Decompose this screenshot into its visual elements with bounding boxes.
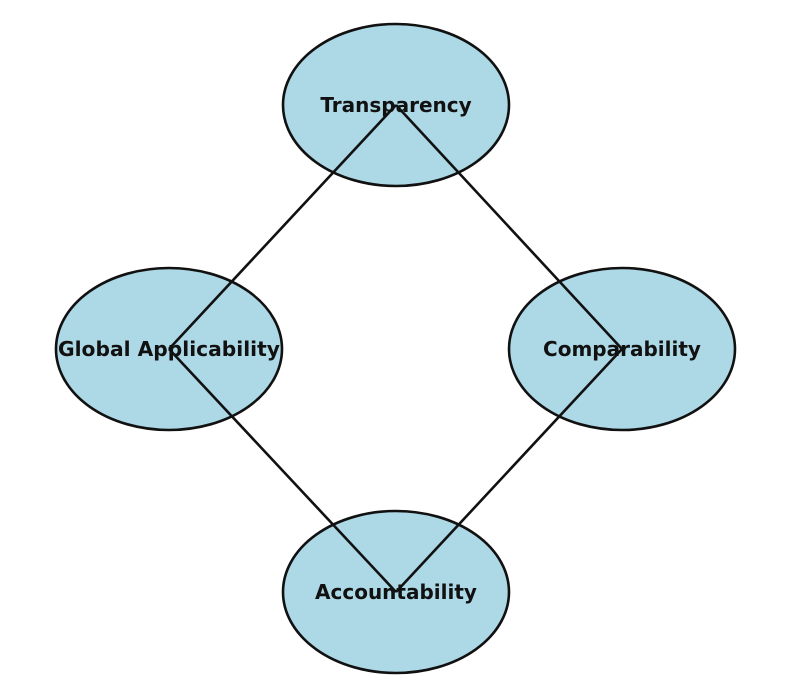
- node-comparability-label: Comparability: [543, 337, 701, 361]
- node-accountability-label: Accountability: [315, 580, 477, 604]
- edge-comparability-accountability: [395, 348, 623, 593]
- edge-global-applicability-transparency: [168, 104, 397, 350]
- node-transparency-label: Transparency: [320, 93, 471, 117]
- edge-transparency-comparability: [395, 104, 623, 350]
- edge-accountability-global-applicability: [168, 348, 397, 593]
- node-global-applicability-label: Global Applicability: [58, 337, 280, 361]
